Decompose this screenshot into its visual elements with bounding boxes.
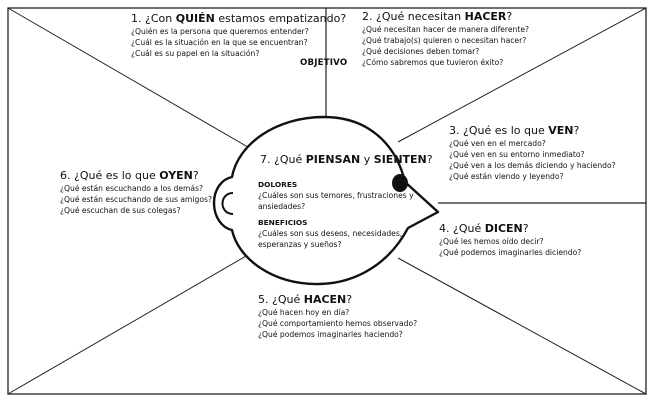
section-do-question: ¿Qué necesitan hacer de manera diferente… [362,25,530,34]
section-hear-question: ¿Qué están escuchando de sus amigos? [60,195,213,204]
section-see-title: 3. ¿Qué es lo que VEN? [449,124,580,137]
section-think: 7. ¿Qué PIENSAN y SIENTEN? DOLORES ¿Cuál… [258,153,433,250]
diagonal-top-left [7,7,254,151]
section-hear: 6. ¿Qué es lo que OYEN? ¿Qué están escuc… [60,169,212,216]
gains-text: ¿Cuáles son sus deseos, necesidades, [258,229,403,238]
section-say: 4. ¿Qué DICEN? ¿Qué les hemos oído decir… [439,222,581,258]
section-do-question: ¿Cómo sabremos que tuvieron éxito? [362,58,504,67]
section-who-question: ¿Cuál es la situación en la que se encue… [131,38,308,47]
section-do: 2. ¿Qué necesitan HACER? ¿Qué necesitan … [362,10,529,68]
section-see-question: ¿Qué ven en el mercado? [449,139,546,148]
gains-label: BENEFICIOS [258,218,308,227]
diagonal-bottom-left [7,251,254,395]
objective-label: OBJETIVO [300,58,348,68]
gains-text: esperanzas y sueños? [258,240,342,249]
section-who-question: ¿Cuál es su papel en la situación? [131,49,260,58]
section-who-title: 1. ¿Con QUIÉN estamos empatizando? [131,12,347,25]
section-see-question: ¿Qué están viendo y leyendo? [449,172,564,181]
head-outline [212,115,440,286]
pains-text: ansiedades? [258,202,306,211]
section-say-question: ¿Qué les hemos oído decir? [439,237,544,246]
section-doing: 5. ¿Qué HACEN? ¿Qué hacen hoy en día? ¿Q… [258,293,417,340]
diagonal-top-right [397,7,647,143]
diagonal-bottom-right [397,257,647,395]
section-see: 3. ¿Qué es lo que VEN? ¿Qué ven en el me… [449,124,616,182]
section-say-title: 4. ¿Qué DICEN? [439,222,529,235]
section-who: 1. ¿Con QUIÉN estamos empatizando? ¿Quié… [131,12,346,59]
section-do-question: ¿Qué decisiones deben tomar? [362,47,480,56]
pains-text: ¿Cuáles son sus temores, frustraciones y [258,191,414,200]
section-hear-question: ¿Qué escuchan de sus colegas? [60,206,181,215]
section-who-question: ¿Quién es la persona que queremos entend… [131,27,309,36]
section-doing-title: 5. ¿Qué HACEN? [258,293,353,306]
section-do-question: ¿Qué trabajo(s) quieren o necesitan hace… [362,36,527,45]
section-see-question: ¿Qué ven en su entorno inmediato? [449,150,585,159]
section-doing-question: ¿Qué hacen hoy en día? [258,308,350,317]
section-hear-question: ¿Qué están escuchando a los demás? [60,184,204,193]
section-doing-question: ¿Qué comportamiento hemos observado? [258,319,418,328]
section-hear-title: 6. ¿Qué es lo que OYEN? [60,169,199,182]
section-say-question: ¿Qué podemos imaginarles diciendo? [439,248,582,257]
section-do-title: 2. ¿Qué necesitan HACER? [362,10,513,23]
section-think-title: 7. ¿Qué PIENSAN y SIENTEN? [260,153,433,166]
section-see-question: ¿Qué ven a los demás diciendo y haciendo… [449,161,616,170]
ear-curve [221,192,234,215]
eye [392,174,408,192]
section-doing-question: ¿Qué podemos imaginarles haciendo? [258,330,403,339]
pains-label: DOLORES [258,180,298,189]
